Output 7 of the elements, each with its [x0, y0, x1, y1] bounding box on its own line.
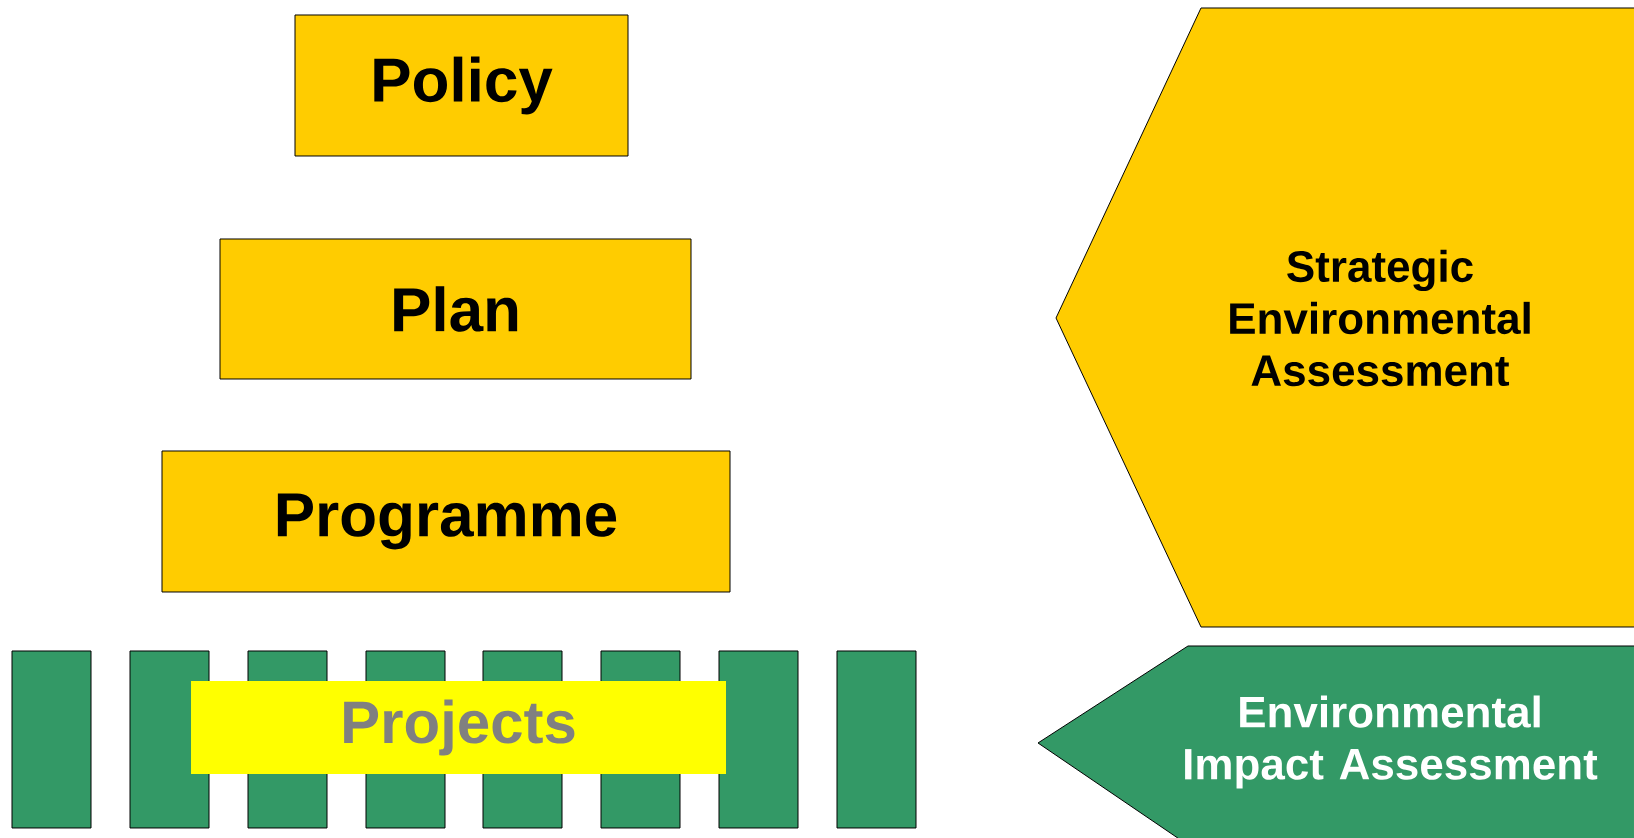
project-bar: [836, 650, 917, 829]
planning-level-box: Plan: [219, 238, 692, 380]
project-bar: [718, 650, 799, 829]
planning-level-box: Policy: [294, 14, 629, 157]
projects-label-box: Projects: [191, 681, 726, 774]
planning-level-box: Programme: [161, 450, 731, 593]
project-bar: [11, 650, 92, 829]
